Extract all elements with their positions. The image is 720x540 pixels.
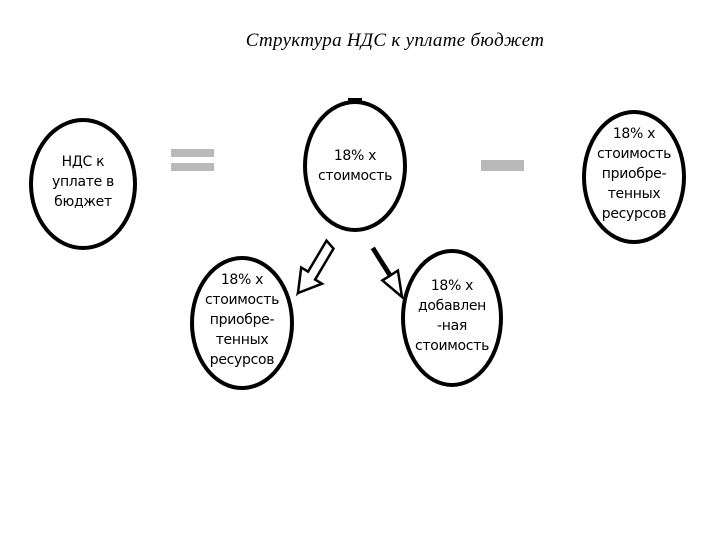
node-total-value: 18% х стоимость bbox=[310, 146, 400, 186]
node-line: стоимость bbox=[596, 146, 672, 162]
node-purchased-resources: 18% х стоимость приобре- тенных ресурсов bbox=[196, 270, 288, 370]
node-vat-payable: НДС к уплате в бюджет bbox=[38, 152, 128, 212]
node-purchased-resources-right: 18% х стоимость приобре- тенных ресурсов bbox=[588, 124, 680, 224]
top-tick-mark bbox=[348, 98, 362, 102]
node-line: стоимость bbox=[204, 292, 280, 308]
oval-added-value bbox=[401, 249, 503, 387]
node-line: 18% х bbox=[612, 126, 656, 142]
node-line: 18% х bbox=[430, 278, 474, 294]
oval-purchased-resources bbox=[190, 256, 294, 390]
node-line: бюджет bbox=[54, 194, 112, 210]
node-line: -ная bbox=[436, 318, 467, 334]
node-line: стоимость bbox=[317, 168, 393, 184]
oval-purchased-resources-right bbox=[582, 110, 686, 244]
oval-vat-payable bbox=[29, 118, 137, 250]
diagram-title: Структура НДС к уплате бюджет bbox=[245, 30, 545, 51]
node-line: тенных bbox=[607, 186, 661, 202]
node-line: приобре- bbox=[601, 166, 667, 182]
node-line: НДС к bbox=[61, 154, 105, 170]
node-line: приобре- bbox=[209, 312, 275, 328]
arrow-left-down-outline bbox=[296, 238, 336, 295]
node-line: стоимость bbox=[414, 338, 490, 354]
node-line: уплате в bbox=[51, 174, 115, 190]
node-line: тенных bbox=[215, 332, 269, 348]
node-line: добавлен bbox=[417, 298, 487, 314]
equals-sign-icon bbox=[171, 149, 214, 171]
node-line: 18% х bbox=[333, 148, 377, 164]
arrow-right-down-icon bbox=[370, 246, 404, 301]
node-line: ресурсов bbox=[601, 206, 667, 222]
minus-sign-icon bbox=[481, 160, 524, 171]
node-added-value: 18% х добавлен -ная стоимость bbox=[406, 276, 498, 356]
node-line: 18% х bbox=[220, 272, 264, 288]
node-line: ресурсов bbox=[209, 352, 275, 368]
